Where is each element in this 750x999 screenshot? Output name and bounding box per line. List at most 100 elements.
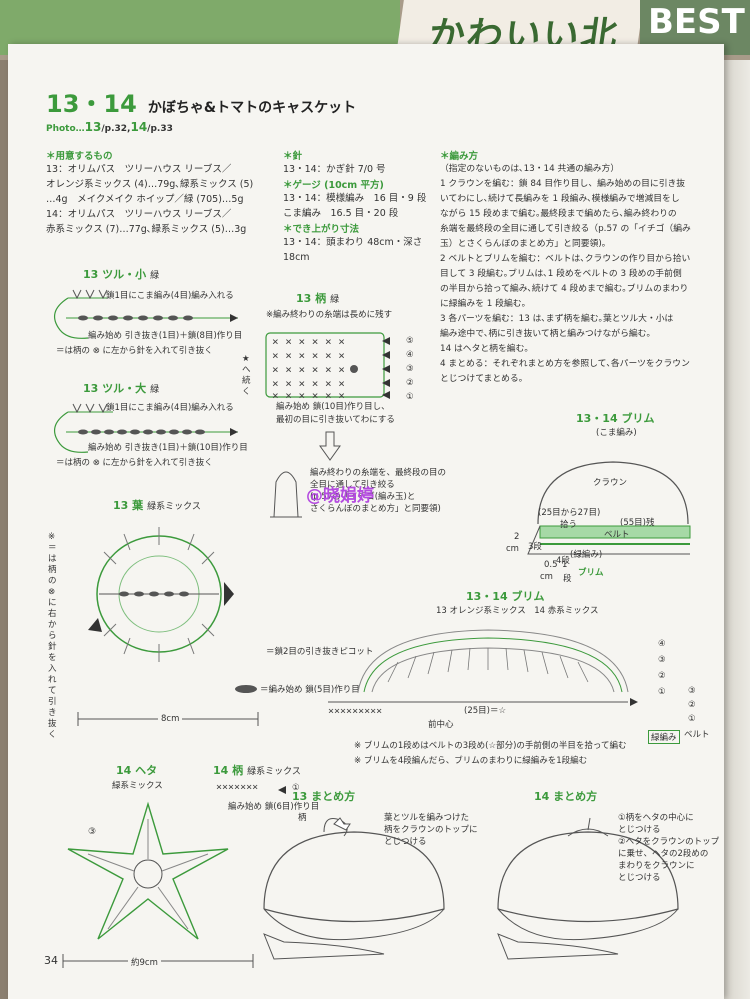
brim-chart-row: ② — [688, 700, 696, 710]
method-line: 糸端を最終段の全目に通して引き絞る（p.57 の「イチゴ（編み — [440, 224, 691, 234]
tsuru-large-note1: 鎖1目にこま編み(4目)編み入れる — [106, 403, 234, 413]
method-line: 目して 3 段編む｡ブリムは､1 段めをベルトの 3 段めの手前側 — [440, 269, 682, 279]
materials-line: 赤系ミックス (7)…77g､緑系ミックス (5)…3g — [46, 224, 247, 235]
tsuru-small-label: 13 ツル・小緑 — [83, 266, 159, 282]
photo-label: Photo… — [46, 124, 85, 134]
svg-text:× × × × × ×: × × × × × × — [272, 389, 345, 402]
photo-13: 13 — [84, 120, 102, 134]
tsuru-small-title: 13 ツル・小 — [83, 268, 147, 281]
method-line: 4 まとめる：それぞれまとめ方を参照して､各パーツをクラウン — [440, 359, 690, 369]
finish14-title: 14 まとめ方 — [534, 790, 598, 803]
method-line: 2 ベルトとブリムを編む：ベルトは､クラウンの作り目から拾い — [440, 254, 691, 264]
leaf-label: 13 葉緑系ミックス — [113, 497, 201, 513]
stem14-stitches: ××××××× — [216, 782, 259, 793]
svg-text:× × × × × ×: × × × × × × — [272, 349, 345, 362]
brim-chart-rows2: ③ ② ① — [688, 684, 696, 726]
method-line: ながら 15 段めまで編む｡最終段まで編めたら､編み終わりの — [440, 209, 677, 219]
stem13-finish-line: 全目に通して引き絞る — [310, 480, 395, 490]
stem13-rows: ⑤ ④ ③ ② ① — [406, 334, 414, 404]
finish14-note-line: に乗せ、ヘタの2段めの — [618, 849, 709, 859]
stem13-row: ③ — [406, 364, 414, 374]
stem14-title: 14 柄 — [213, 764, 244, 777]
tsuru-small-note1: 鎖1目にこま編み(4目)編み入れる — [106, 291, 234, 301]
cover-best: BEST — [648, 2, 745, 42]
brim-small-crown: クラウン — [593, 478, 628, 488]
materials-section: ＊用意するもの 13：オリムパス ツリーハウス リーブス／ オレンジ系ミックス … — [46, 148, 276, 237]
needle-line: 13・14：かぎ針 7/0 号 — [283, 164, 386, 175]
stem13-row: ④ — [406, 350, 414, 360]
finish13-note-line: 柄をクラウンのトップに — [384, 825, 478, 835]
svg-text:× × × × × ×: × × × × × × — [272, 335, 345, 348]
tsuru-large-title: 13 ツル・大 — [83, 382, 147, 395]
finish13-label: 13 まとめ方 — [292, 788, 355, 804]
page-spine — [724, 60, 750, 999]
brim-chart-row: ③ — [688, 686, 696, 696]
stem14-row: ① — [292, 783, 300, 793]
stem13-row: ① — [406, 392, 414, 402]
tsuru-large-label: 13 ツル・大緑 — [83, 380, 159, 396]
materials-heading: ＊用意するもの — [46, 151, 113, 162]
gauge-line: 13・14：模様編み 16 目・9 段 — [283, 193, 427, 204]
materials-line: 13：オリムパス ツリーハウス リーブス／ — [46, 164, 232, 175]
needle-heading: ＊針 — [283, 151, 303, 162]
finish14-note-line: とじつける — [618, 873, 661, 883]
tsuru-small-note2: 編み始め 引き抜き(1目)＋鎖(8目)作り目 — [88, 331, 243, 341]
finish14-note-line: ②ヘタをクラウンのトップ — [618, 837, 720, 847]
brim-chart: ××××××××× — [328, 629, 638, 717]
leaf-picot-note: ＝鎖2目の引き抜きピコット — [266, 647, 374, 657]
size-heading: ＊でき上がり寸法 — [283, 224, 360, 235]
method-line: 編み途中で､柄に引き抜いて柄と編みつけながら編む｡ — [440, 329, 651, 339]
tsuru-large-diagram — [53, 403, 238, 453]
brim-small-pick2: 拾う — [560, 520, 578, 530]
finish14-note-line: とじつける — [618, 825, 661, 835]
heta-label: 14 ヘタ — [116, 762, 157, 778]
watermark: @晓娟婷 — [306, 486, 374, 506]
tsuru-large-note2: 編み始め 引き抜き(1目)＋鎖(10目)作り目 — [88, 443, 248, 453]
stem13-row: ② — [406, 378, 414, 388]
gauge-line: こま編み 16.5 目・20 段 — [283, 208, 399, 219]
stem13-finish-line: (p.57の「イチゴ(編み玉)と — [310, 492, 416, 502]
leaf-color: 緑系ミックス — [147, 502, 201, 512]
svg-text:③: ③ — [88, 827, 96, 837]
leaf-side-note: ※ ＝は柄の ⊗ に右から針を入れて引き抜く — [48, 532, 57, 740]
stem13-note-top: ※編み終わりの糸端は長めに残す — [266, 310, 393, 320]
brim-small-label: 13・14 ブリム — [576, 410, 654, 426]
method-section: ＊編み方 （指定のないものは､13・14 共通の編み方） 1 クラウンを編む：鎖… — [440, 148, 715, 387]
method-heading: ＊編み方 — [440, 151, 479, 162]
brim-chart-note1: ※ ブリムの1段めはベルトの3段め(☆部分)の手前側の半目を拾って編む — [354, 741, 627, 751]
brim-chart-row: ② — [658, 671, 666, 681]
method-line: いてわにし､続けて長編みを 1 段編み､模様編みで増減目をし — [440, 194, 680, 204]
stem13-row: ⑤ — [406, 336, 414, 346]
gauge-heading: ＊ゲージ (10cm 平方) — [283, 180, 384, 191]
svg-text:× × × × × ×: × × × × × × — [272, 363, 345, 376]
brim-small-pick: (25目から27目) — [538, 508, 601, 518]
brim-chart-label: 13・14 ブリム — [466, 588, 544, 604]
brim-small-d2: 0.5 — [544, 560, 558, 570]
brim-small-d1-val: 2 — [514, 532, 520, 542]
brim-small-d1u: cm — [506, 544, 519, 554]
brim-chart-rows: ④ ③ ② ① — [658, 636, 666, 700]
brim-chart-title: 13・14 ブリム — [466, 590, 545, 603]
finish13-note: 葉とツルを編みつけた 柄をクラウンのトップに とじつける — [384, 812, 478, 848]
method-line: の半目から拾って編み､続けて 4 段めまで編む｡ブリムのまわり — [440, 284, 689, 294]
heta-title: 14 ヘタ — [116, 764, 158, 777]
brim-chart-row: ① — [688, 714, 696, 724]
brim-small-belt: ベルト — [604, 530, 630, 540]
leaf-start-icon — [235, 685, 257, 693]
brim-chart-row: ① — [658, 687, 666, 697]
down-arrow-icon — [319, 431, 341, 461]
heta-color: 緑系ミックス — [112, 781, 163, 791]
brim-small-d1: 2 — [514, 532, 519, 542]
leaf-chart — [88, 527, 234, 662]
stem13-continue: ★へ続く — [242, 354, 251, 397]
brim-chart-belt: ベルト — [684, 730, 710, 740]
heta-size: 約9cm — [128, 956, 161, 968]
stem13-color: 緑 — [330, 295, 340, 305]
title-text: かぼちゃ&トマトのキャスケット — [147, 100, 357, 116]
leaf-title: 13 葉 — [113, 499, 144, 512]
stem14-note: 編み始め 鎖(6目)作り目 — [228, 802, 320, 812]
finish14-label: 14 まとめ方 — [534, 788, 597, 804]
brim-small-d2s: 段 — [563, 574, 572, 584]
photo-p13: /p.32, — [101, 124, 131, 134]
stem13-label: 13 柄緑 — [296, 290, 339, 306]
